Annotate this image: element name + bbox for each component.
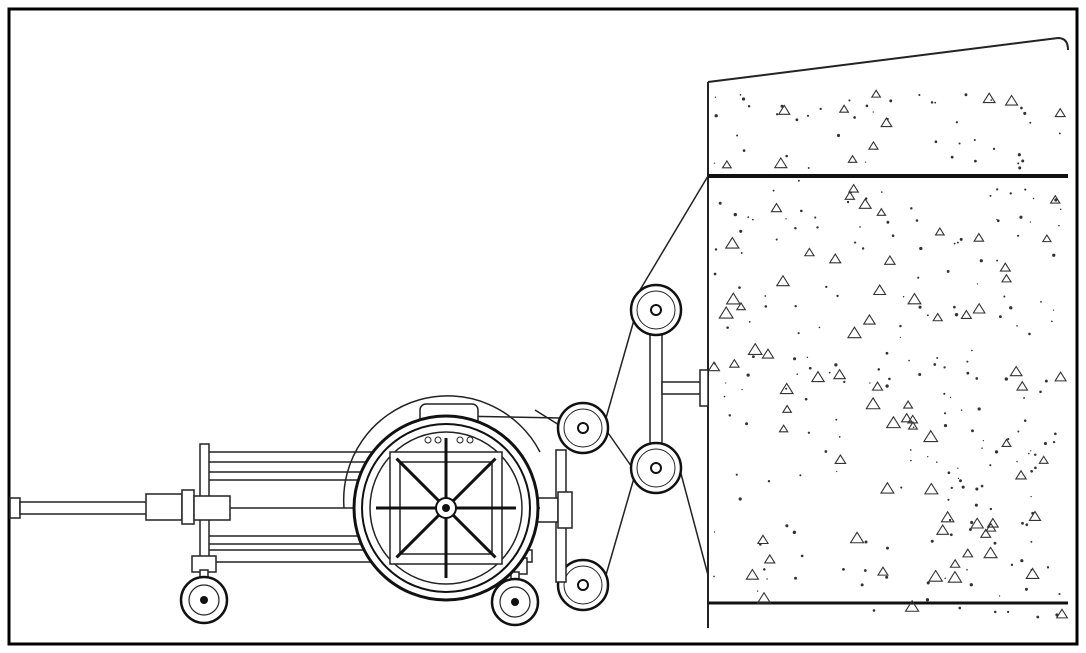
drive-post-flange bbox=[557, 491, 573, 529]
bracket-post bbox=[649, 329, 663, 449]
wire-segment-to-block bbox=[679, 469, 709, 576]
flywheel-guard bbox=[342, 395, 541, 509]
hydraulic-ram bbox=[9, 489, 231, 525]
drive-post bbox=[535, 449, 573, 583]
flywheel-axle bbox=[442, 504, 450, 512]
flywheel-vents bbox=[424, 436, 474, 444]
idler-pulleys bbox=[556, 283, 683, 612]
caster-wheel bbox=[179, 555, 229, 625]
ram-rod bbox=[19, 501, 149, 515]
bracket-arm bbox=[661, 381, 705, 395]
bracket-plate bbox=[699, 369, 709, 407]
pulley-bracket bbox=[649, 329, 709, 449]
concrete-aggregate-texture bbox=[707, 89, 1069, 619]
ram-cylinder bbox=[145, 493, 183, 521]
idler-pulley bbox=[629, 283, 683, 337]
flywheel-groove bbox=[369, 431, 523, 585]
wire-segment-lower bbox=[605, 477, 635, 576]
idler-pulley bbox=[556, 401, 610, 455]
caster-wheels bbox=[179, 555, 540, 627]
diagram-frame bbox=[7, 7, 1079, 646]
wire-segment-cross-lower bbox=[605, 429, 635, 471]
wire-segment-top bbox=[633, 175, 709, 301]
flywheel-rim-inner bbox=[361, 423, 531, 593]
ram-mount bbox=[181, 489, 195, 525]
wire-segment-cross-upper bbox=[605, 319, 635, 419]
carriage-rail-upper bbox=[205, 471, 377, 481]
ram-end-cap bbox=[9, 497, 21, 519]
concrete-block bbox=[707, 36, 1069, 628]
carriage-rail-lower bbox=[205, 535, 377, 545]
ram-coupling bbox=[193, 495, 231, 521]
drive-flywheel bbox=[342, 395, 541, 602]
idler-pulley bbox=[629, 441, 683, 495]
idler-pulley bbox=[556, 558, 610, 612]
